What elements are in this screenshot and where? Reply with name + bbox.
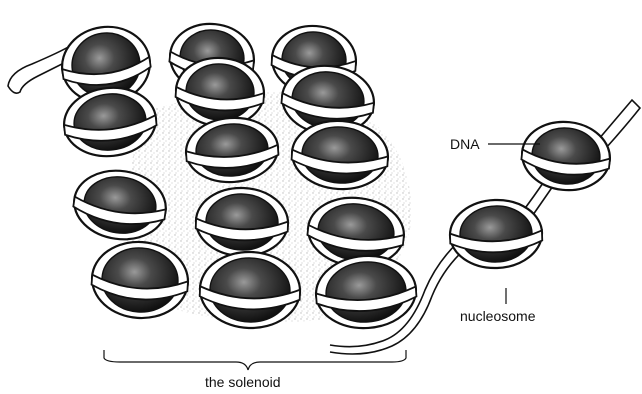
solenoid-label: the solenoid <box>205 374 281 390</box>
nucleosome <box>449 198 543 269</box>
nucleosome-label: nucleosome <box>460 308 536 324</box>
dna-label: DNA <box>450 136 480 152</box>
nucleosome <box>519 118 614 195</box>
